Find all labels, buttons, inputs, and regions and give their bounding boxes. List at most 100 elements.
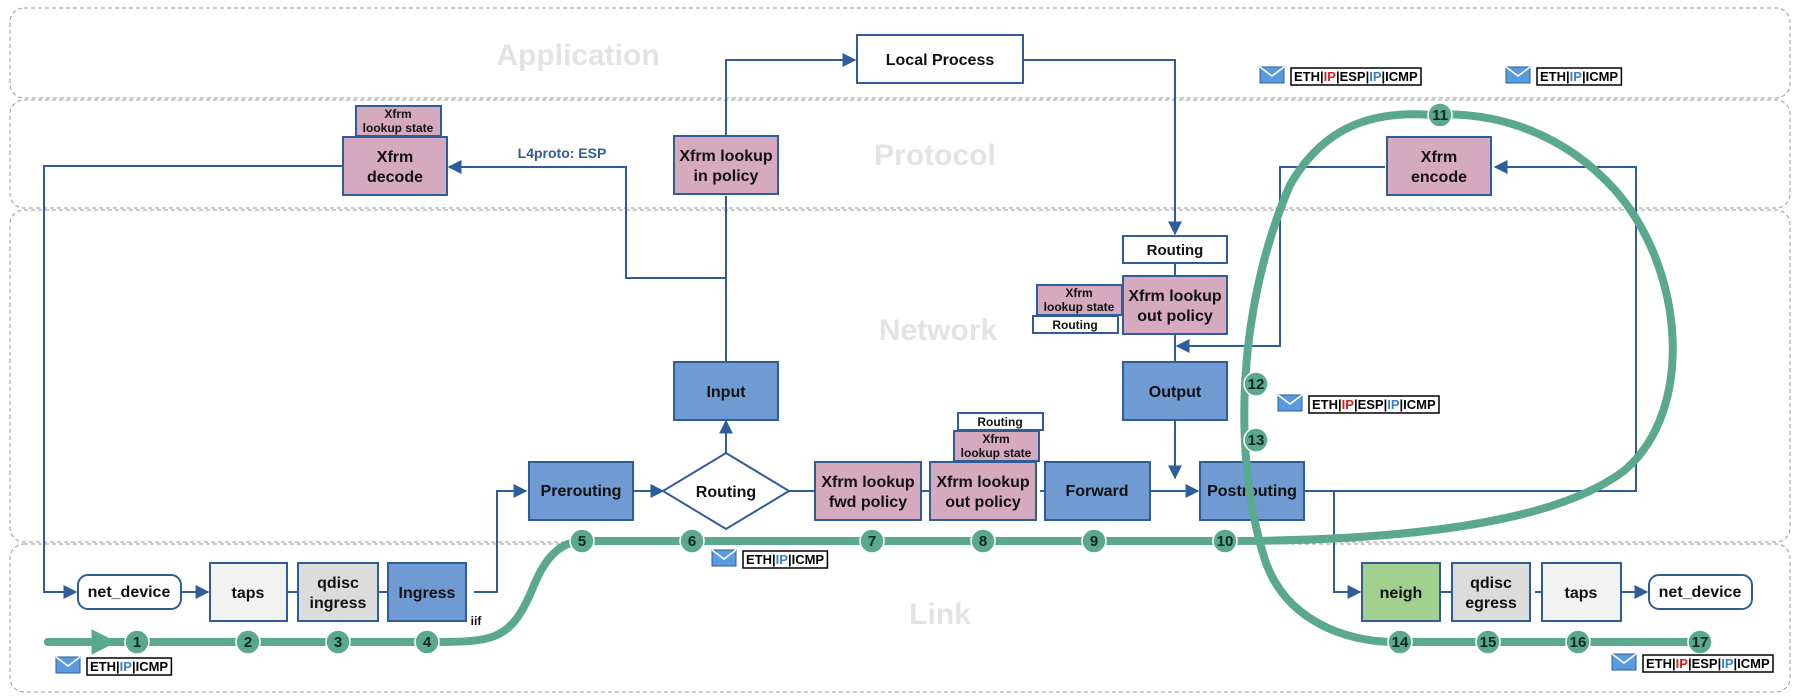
fwd-lookup-state-line1: Xfrm — [982, 432, 1009, 446]
net-device-out-label: net_device — [1659, 584, 1742, 601]
packet-header-box — [1308, 395, 1440, 414]
envelope-icon — [1505, 66, 1531, 84]
path-step-number: 8 — [979, 533, 987, 550]
xfrm-encode-line2: encode — [1411, 169, 1467, 186]
xfrm-encode-line1: Xfrm — [1421, 149, 1457, 166]
qdisc-ingress-box — [297, 562, 379, 622]
out-routing-small-box — [1032, 315, 1119, 334]
path-step-number: 6 — [688, 533, 696, 550]
path-step-circle — [1565, 629, 1591, 655]
path-step-circle — [1243, 427, 1269, 453]
packet-header-text: ETH|IP|ICMP — [90, 659, 168, 674]
output-label: Output — [1149, 384, 1202, 401]
out-routing-small-label: Routing — [1052, 318, 1097, 332]
packet-header-box — [1290, 67, 1422, 86]
packet-header-p-bottom-left: ETH|IP|ICMP — [55, 656, 173, 676]
envelope-icon — [55, 656, 81, 674]
packet-header-box — [742, 550, 829, 569]
path-step-17: 17 — [1687, 629, 1713, 655]
packet-header-p-top-plain: ETH|IP|ICMP — [1505, 66, 1623, 86]
xfrm-decode-state-line1: Xfrm — [384, 107, 411, 121]
packet-header-box — [86, 657, 173, 676]
xfrm-lookup-in-policy-line1: Xfrm lookup — [679, 148, 773, 165]
iif-label: iif — [471, 614, 483, 628]
xfrm-lookup-out-policy-line2: out policy — [1137, 308, 1213, 325]
path-step-circle — [970, 528, 996, 554]
packet-header-box — [1642, 654, 1774, 673]
xfrm-encode-box — [1386, 136, 1492, 196]
application-layer-band — [9, 7, 1791, 99]
xfrm-lookup-out-policy-line1: Xfrm lookup — [1128, 288, 1222, 305]
path-step-9: 9 — [1081, 528, 1107, 554]
fwd-routing-small-label: Routing — [977, 415, 1022, 429]
qdisc-ingress-line2: ingress — [310, 595, 367, 612]
packet-header-text: ETH|IP|ESP|IP|ICMP — [1646, 656, 1770, 671]
packet-header-p-right-enc: ETH|IP|ESP|IP|ICMP — [1277, 394, 1440, 414]
packet-header-text: ETH|IP|ICMP — [1540, 69, 1618, 84]
routing-out-label: Routing — [1147, 242, 1204, 259]
xfrm-decode-state-line2: lookup state — [363, 121, 434, 135]
path-step-number: 9 — [1090, 533, 1098, 550]
path-step-circle — [1427, 102, 1453, 128]
path-step-circle — [859, 528, 885, 554]
envelope-icon — [1277, 394, 1303, 412]
packet-header-text: ETH|IP|ICMP — [746, 552, 824, 567]
path-step-circle — [1387, 629, 1413, 655]
packet-header-text: ETH|IP|ESP|IP|ICMP — [1294, 69, 1418, 84]
input-label: Input — [706, 384, 746, 401]
xfrm-lookup-in-policy-box — [673, 135, 779, 195]
path-step-6: 6 — [679, 528, 705, 554]
taps-out-label: taps — [1565, 585, 1598, 602]
routing-out-box — [1122, 235, 1228, 264]
path-step-number: 11 — [1432, 107, 1448, 124]
envelope-icon — [1611, 653, 1637, 671]
protocol-layer-label: Protocol — [874, 139, 996, 172]
path-step-7: 7 — [859, 528, 885, 554]
xfrm-lookup-out-policy-box — [1122, 275, 1228, 335]
path-step-circle — [414, 629, 440, 655]
ingress-box — [387, 562, 467, 622]
local-process-box — [856, 34, 1024, 84]
path-step-12: 12 — [1243, 371, 1269, 397]
path-step-2: 2 — [235, 629, 261, 655]
net-device-in-box — [77, 574, 182, 610]
path-step-15: 15 — [1475, 629, 1501, 655]
path-step-circle — [1687, 629, 1713, 655]
xfrm-lookup-out-policy-fwd-line2: out policy — [945, 494, 1021, 511]
link-layer-label: Link — [909, 598, 971, 631]
path-step-14: 14 — [1387, 629, 1413, 655]
path-step-number: 13 — [1248, 432, 1265, 449]
ingress-label: Ingress — [399, 585, 456, 602]
path-step-circle — [1081, 528, 1107, 554]
xfrm-lookup-fwd-policy-line1: Xfrm lookup — [821, 474, 915, 491]
taps-out-box — [1541, 562, 1622, 622]
xfrm-lookup-out-policy-fwd-line1: Xfrm lookup — [936, 474, 1030, 491]
path-step-number: 5 — [578, 533, 586, 550]
packet-path-ingress — [44, 537, 1229, 646]
path-step-number: 7 — [868, 533, 876, 550]
path-step-circle — [569, 528, 595, 554]
forward-label: Forward — [1065, 483, 1128, 500]
forward-box — [1044, 461, 1151, 521]
output-box — [1122, 361, 1228, 421]
path-step-1: 1 — [124, 629, 150, 655]
xfrm-decode-state-box — [355, 105, 442, 137]
xfrm-lookup-fwd-policy-box — [814, 461, 922, 521]
net-device-out-box — [1648, 574, 1753, 610]
out-lookup-state-line2: lookup state — [1044, 300, 1115, 314]
qdisc-ingress-line1: qdisc — [317, 575, 359, 592]
envelope-icon — [711, 549, 737, 567]
xfrm-lookup-fwd-policy-line2: fwd policy — [829, 494, 907, 511]
nodes: Local Process Xfrm lookup in policy Xfrm… — [77, 34, 1753, 628]
path-step-circle — [325, 629, 351, 655]
qdisc-egress-line2: egress — [1465, 595, 1517, 612]
net-device-in-label: net_device — [88, 584, 171, 601]
path-step-number: 15 — [1480, 634, 1497, 651]
xfrm-decode-box — [342, 136, 448, 196]
path-step-number: 3 — [334, 634, 342, 651]
path-step-circle — [1212, 528, 1238, 554]
local-process-label: Local Process — [886, 52, 995, 69]
path-step-number: 10 — [1217, 533, 1234, 550]
